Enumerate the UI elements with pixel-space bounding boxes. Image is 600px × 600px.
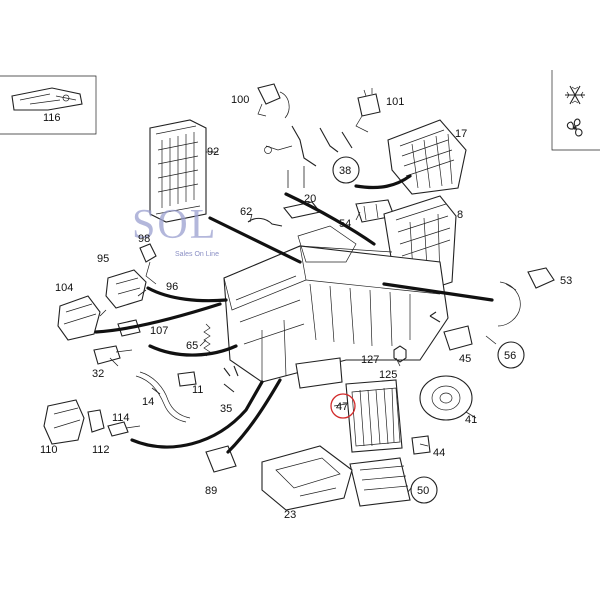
part-44-resistor bbox=[411, 435, 431, 455]
label-98: 98 bbox=[138, 233, 150, 245]
part-41-blower bbox=[419, 375, 473, 421]
label-116: 116 bbox=[43, 112, 61, 124]
label-89: 89 bbox=[205, 485, 217, 497]
part-127-bolt bbox=[393, 345, 407, 363]
part-114-sensor bbox=[107, 421, 141, 437]
circle-38 bbox=[332, 156, 360, 184]
part-56-harness bbox=[497, 281, 521, 327]
part-47-filter bbox=[345, 379, 403, 453]
label-56: 56 bbox=[504, 350, 516, 362]
label-8: 8 bbox=[457, 209, 463, 221]
watermark-logo: SOL bbox=[132, 202, 217, 248]
part-101-actuator bbox=[355, 88, 381, 133]
label-47: 47 bbox=[336, 401, 348, 413]
part-112-connector bbox=[87, 409, 105, 433]
part-14-hose bbox=[135, 371, 191, 423]
circle-56 bbox=[497, 341, 525, 369]
fan-icon bbox=[566, 118, 583, 137]
linkage-rods bbox=[264, 125, 353, 167]
part-98-bracket bbox=[139, 243, 157, 285]
frame-lines bbox=[0, 70, 600, 151]
part-35-fastener bbox=[223, 365, 239, 393]
label-127: 127 bbox=[361, 354, 379, 366]
label-circles bbox=[330, 156, 525, 504]
label-112: 112 bbox=[92, 444, 110, 456]
label-65: 65 bbox=[186, 340, 198, 352]
part-45-bracket bbox=[443, 325, 473, 351]
main-hvac-unit bbox=[223, 225, 449, 389]
label-100: 100 bbox=[231, 94, 249, 106]
label-110: 110 bbox=[40, 444, 58, 456]
part-32-sensor bbox=[93, 345, 133, 365]
label-125: 125 bbox=[379, 369, 397, 381]
label-92: 92 bbox=[207, 146, 219, 158]
leader-lines bbox=[99, 151, 497, 493]
label-38: 38 bbox=[339, 165, 351, 177]
label-53: 53 bbox=[560, 275, 572, 287]
snowflake-icon bbox=[565, 85, 585, 105]
label-41: 41 bbox=[465, 414, 477, 426]
label-95: 95 bbox=[97, 253, 109, 265]
part-65-spring bbox=[203, 323, 211, 357]
part-95-actuator bbox=[105, 269, 147, 309]
watermark-tagline: Sales On Line bbox=[175, 251, 219, 258]
label-62: 62 bbox=[240, 206, 252, 218]
label-20: 20 bbox=[304, 193, 316, 205]
label-17: 17 bbox=[455, 128, 467, 140]
part-62-clip bbox=[247, 217, 283, 227]
part-53-sensor bbox=[527, 267, 555, 289]
part-23-lower-housing bbox=[261, 445, 353, 511]
part-11-clip bbox=[177, 371, 197, 387]
label-107: 107 bbox=[150, 325, 168, 337]
label-45: 45 bbox=[459, 353, 471, 365]
label-44: 44 bbox=[433, 447, 445, 459]
label-35: 35 bbox=[220, 403, 232, 415]
part-104-motor bbox=[57, 295, 101, 341]
part-110-actuator bbox=[43, 399, 85, 445]
label-14: 14 bbox=[142, 396, 154, 408]
label-50: 50 bbox=[417, 485, 429, 497]
part-50-frame bbox=[349, 457, 411, 507]
part-labels: 116 100 101 17 92 38 20 62 54 8 98 95 96… bbox=[40, 94, 572, 521]
label-114: 114 bbox=[112, 412, 130, 424]
circle-50 bbox=[410, 476, 438, 504]
label-32: 32 bbox=[92, 368, 104, 380]
label-101: 101 bbox=[386, 96, 404, 108]
part-100-actuator bbox=[257, 83, 290, 119]
part-17-flap-housing bbox=[387, 119, 467, 195]
routing-arrows bbox=[94, 174, 494, 454]
circle-47-highlight bbox=[330, 393, 356, 419]
label-104: 104 bbox=[55, 282, 73, 294]
label-23: 23 bbox=[284, 509, 296, 521]
part-92-heater-core bbox=[149, 119, 207, 223]
watermark: SOL Sales On Line bbox=[132, 202, 219, 258]
part-116-bracket bbox=[11, 87, 83, 111]
label-54: 54 bbox=[339, 218, 351, 230]
label-11: 11 bbox=[192, 384, 203, 396]
label-96: 96 bbox=[166, 281, 178, 293]
